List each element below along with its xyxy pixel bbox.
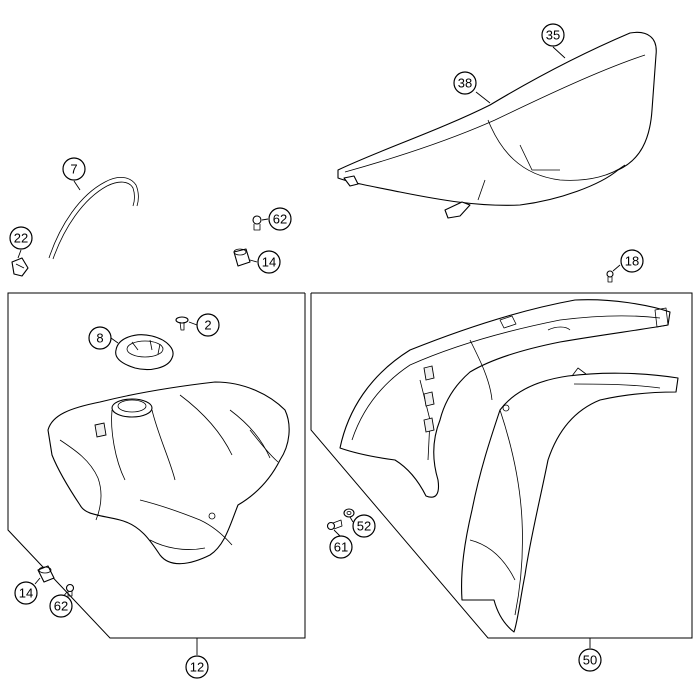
screw-bottom [65,583,75,597]
svg-text:7: 7 [70,162,77,177]
bushing-top [233,248,251,267]
leader-14-top [249,259,258,263]
screw-61 [326,519,343,531]
callout-35: 35 [541,23,565,47]
seat [337,31,657,219]
callout-18: 18 [620,249,644,273]
callout-50: 50 [578,648,602,672]
callout-2: 2 [196,313,220,337]
svg-text:62: 62 [54,599,68,614]
bushing-bottom [37,565,55,583]
callout-62-bottom: 62 [49,594,73,618]
screw-2 [175,316,189,331]
callout-12: 12 [185,655,209,679]
callout-52: 52 [352,514,376,538]
svg-text:14: 14 [19,586,33,601]
callout-22: 22 [9,226,33,250]
svg-text:18: 18 [625,254,639,269]
screw-top [252,215,262,231]
callout-62-top: 62 [268,207,292,231]
callout-7: 7 [62,157,86,181]
leader-61 [333,529,341,537]
svg-text:14: 14 [262,255,276,270]
hose-fitting [11,257,29,277]
callout-14-top: 14 [257,250,281,274]
svg-text:22: 22 [14,231,28,246]
leader-8 [110,337,119,344]
svg-text:2: 2 [204,318,211,333]
radiator-spoiler-left [339,299,671,498]
leader-38 [475,91,491,104]
callout-8: 8 [88,326,112,350]
svg-text:38: 38 [458,76,472,91]
screw-18 [606,270,614,283]
fuel-tank [47,381,290,565]
leader-14-bottom [34,577,41,585]
svg-text:12: 12 [190,660,204,675]
svg-text:50: 50 [583,653,597,668]
leader-2 [188,321,198,326]
washer-52 [343,508,355,518]
svg-text:35: 35 [546,28,560,43]
svg-text:52: 52 [357,519,371,534]
fuel-tank-group-frame [7,292,306,639]
fuel-cap [115,334,174,371]
leader-7 [73,180,81,191]
callout-61: 61 [329,535,353,559]
callout-38: 38 [453,71,477,95]
callout-14-bottom: 14 [14,581,38,605]
svg-text:62: 62 [273,212,287,227]
leader-52 [349,516,354,523]
leader-18 [612,264,621,272]
leader-62-top [261,218,269,221]
leader-35 [552,46,566,59]
leader-22 [17,249,22,259]
radiator-spoiler-right [461,367,679,633]
vent-hose [48,177,139,260]
svg-text:61: 61 [334,540,348,555]
svg-text:8: 8 [96,331,103,346]
